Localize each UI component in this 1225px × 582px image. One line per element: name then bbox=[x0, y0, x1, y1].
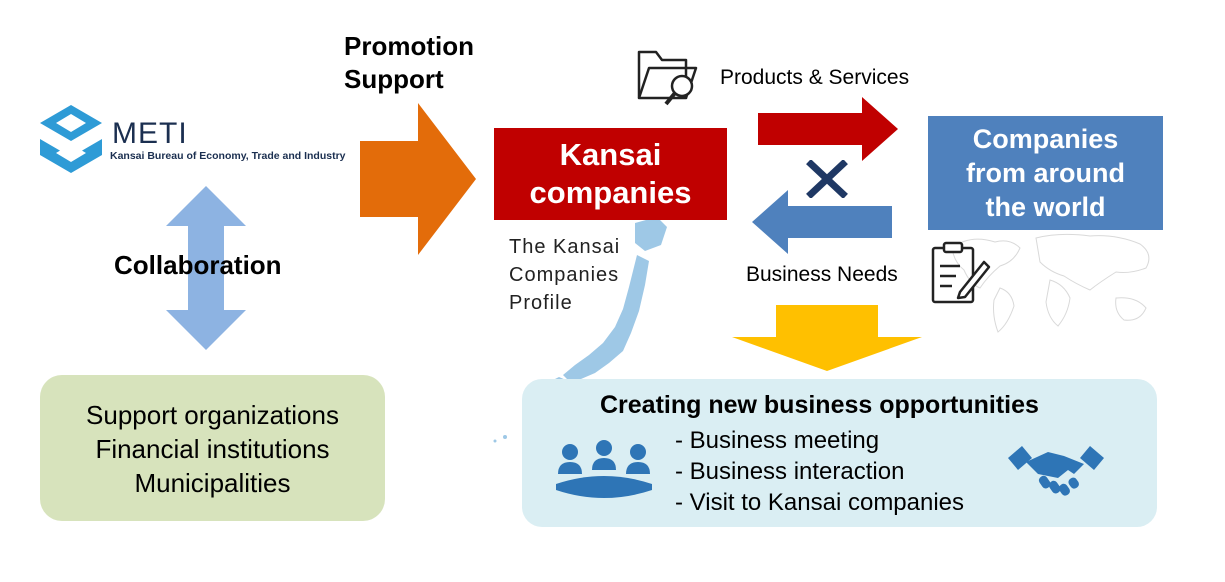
companies-profile-label: The Kansai Companies Profile bbox=[509, 236, 621, 314]
promotion-support-label: Promotion Support bbox=[344, 31, 474, 94]
products-services-label: Products & Services bbox=[720, 66, 910, 89]
handshake-icon bbox=[1008, 446, 1104, 496]
world-companies-box: Companies from around the world bbox=[928, 116, 1163, 230]
support-organizations-box: Support organizations Financial institut… bbox=[40, 375, 385, 521]
business-needs-label: Business Needs bbox=[746, 263, 898, 286]
clipboard-pen-icon bbox=[931, 241, 991, 304]
world-map-icon bbox=[951, 233, 1150, 333]
business-needs-arrow bbox=[752, 190, 892, 254]
support-line: Support organizations bbox=[86, 400, 339, 430]
logo-subtitle: Kansai Bureau of Economy, Trade and Indu… bbox=[110, 150, 346, 162]
opportunities-list: - Business meeting - Business interactio… bbox=[675, 425, 964, 518]
products-arrow bbox=[758, 97, 898, 161]
support-line: Financial institutions bbox=[95, 434, 330, 464]
logo-name: METI bbox=[112, 117, 188, 150]
list-item: - Business meeting bbox=[675, 427, 880, 454]
collaboration-label: Collaboration bbox=[114, 250, 282, 280]
meti-logo: METI Kansai Bureau of Economy, Trade and… bbox=[38, 103, 358, 175]
list-item: - Visit to Kansai companies bbox=[675, 489, 965, 516]
opportunities-title: Creating new business opportunities bbox=[600, 391, 1039, 419]
folder-search-icon bbox=[637, 50, 698, 106]
kansai-companies-box: Kansai companies bbox=[494, 128, 727, 220]
meti-logo-icon bbox=[40, 105, 102, 173]
down-arrow bbox=[732, 305, 922, 371]
promotion-arrow bbox=[360, 103, 476, 255]
list-item: - Business interaction bbox=[675, 458, 905, 485]
cross-icon bbox=[806, 160, 848, 198]
support-line: Municipalities bbox=[134, 468, 291, 498]
collaboration-arrow bbox=[166, 186, 246, 350]
people-meeting-icon bbox=[556, 440, 652, 498]
